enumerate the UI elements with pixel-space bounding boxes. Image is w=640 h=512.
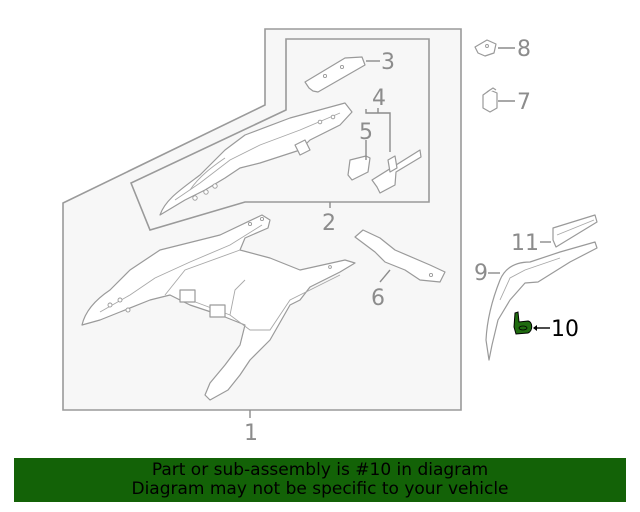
callout-11[interactable]: 11	[511, 231, 539, 256]
part-10-highlighted[interactable]	[513, 311, 533, 335]
part-3-bracket	[304, 56, 366, 93]
leader-lines	[249, 47, 551, 418]
callout-2[interactable]: 2	[322, 211, 336, 236]
callout-9[interactable]: 9	[474, 261, 488, 286]
callout-6[interactable]: 6	[371, 286, 385, 311]
part-2-rail	[159, 102, 353, 216]
info-banner: Part or sub-assembly is #10 in diagram D…	[14, 458, 626, 502]
part-11-rail	[552, 214, 598, 248]
banner-line-1: Part or sub-assembly is #10 in diagram	[151, 460, 489, 480]
callout-7[interactable]: 7	[517, 90, 531, 115]
callout-4[interactable]: 4	[372, 86, 386, 111]
callout-3[interactable]: 3	[381, 50, 395, 75]
part-8-bracket	[474, 39, 497, 57]
callout-10[interactable]: 10	[551, 317, 579, 342]
banner-line-2: Diagram may not be specific to your vehi…	[131, 479, 509, 499]
part-1-frame	[81, 214, 356, 401]
part-7-clip	[482, 87, 498, 113]
part-9-rail	[485, 241, 598, 361]
part-6-bracket	[354, 229, 446, 283]
parts-diagram: 1 2 3 4 5 6 7 8 9 10 11	[62, 28, 598, 446]
callout-8[interactable]: 8	[517, 37, 531, 62]
callout-1[interactable]: 1	[244, 421, 258, 446]
callout-5[interactable]: 5	[359, 120, 373, 145]
part-4-bracket	[371, 149, 422, 194]
